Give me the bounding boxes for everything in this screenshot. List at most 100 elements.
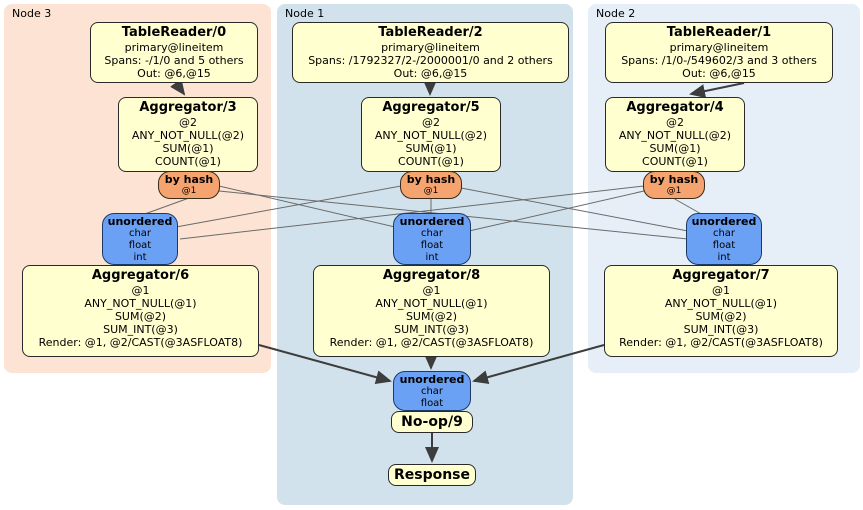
router-by-hash-node1: by hash @1: [400, 171, 462, 199]
agg-fn: SUM_INT(@3): [683, 323, 759, 336]
edge-hash4-un2: [672, 197, 704, 216]
processor-title: Aggregator/6: [91, 268, 190, 283]
router-by-hash-node3: by hash @1: [158, 171, 220, 199]
edge-hash3-un1: [218, 185, 396, 228]
agg-render: Render: @1, @2/CAST(@3ASFLOAT8): [38, 336, 243, 349]
processor-title: Aggregator/3: [139, 100, 237, 115]
processor-aggregator-6: Aggregator/6 @1 ANY_NOT_NULL(@1) SUM(@2)…: [22, 265, 259, 357]
agg-fn: SUM_INT(@3): [394, 323, 469, 336]
agg-fn: COUNT(@1): [155, 155, 221, 168]
sync-type: char: [128, 228, 152, 239]
agg-fn: ANY_NOT_NULL(@2): [131, 129, 245, 142]
agg-group-cols: @2: [179, 116, 197, 129]
processor-title: No-op/9: [401, 414, 463, 430]
sync-unordered-node3: unordered char float int: [102, 213, 178, 265]
processor-aggregator-5: Aggregator/5 @2 ANY_NOT_NULL(@2) SUM(@1)…: [361, 97, 501, 172]
agg-fn: SUM(@1): [405, 142, 457, 155]
processor-response: Response: [388, 464, 476, 486]
processor-noop-9: No-op/9: [391, 411, 473, 433]
processor-tablereader-2: TableReader/2 primary@lineitem Spans: /1…: [292, 22, 569, 83]
processor-aggregator-4: Aggregator/4 @2 ANY_NOT_NULL(@2) SUM(@1)…: [605, 97, 745, 172]
region-node3-label: Node 3: [12, 7, 52, 20]
agg-group-cols: @2: [666, 116, 684, 129]
sync-type: int: [133, 252, 147, 263]
sync-unordered-node1: unordered char float int: [393, 213, 471, 265]
edge-tr0-agg3: [170, 78, 186, 96]
agg-fn: SUM(@2): [114, 310, 167, 323]
processor-title: TableReader/2: [378, 25, 483, 40]
sync-unordered-final: unordered char float: [393, 371, 471, 411]
router-by-hash-node2: by hash @1: [643, 171, 705, 199]
agg-group-cols: @1: [422, 284, 441, 297]
router-label: by hash: [164, 173, 214, 186]
sync-type: char: [420, 228, 444, 239]
processor-out: Out: @6,@15: [393, 67, 468, 80]
sync-label: unordered: [399, 373, 465, 386]
edge-agg7-unf: [472, 344, 605, 385]
agg-fn: SUM(@1): [162, 142, 214, 155]
agg-fn: COUNT(@1): [398, 155, 464, 168]
router-label: by hash: [406, 173, 456, 186]
processor-spans: Spans: /1792327/2-/2000001/0 and 2 other…: [308, 54, 553, 67]
agg-group-cols: @1: [131, 284, 150, 297]
edge-hash3-un3: [141, 197, 190, 216]
processor-title: TableReader/1: [666, 25, 772, 40]
sync-type: char: [420, 386, 444, 397]
processor-index: primary@lineitem: [381, 41, 480, 54]
agg-fn: ANY_NOT_NULL(@1): [375, 297, 488, 310]
processor-spans: Spans: -/1/0 and 5 others: [104, 54, 244, 67]
sync-type: float: [420, 398, 444, 409]
router-columns: @1: [666, 186, 682, 196]
sync-type: int: [425, 252, 439, 263]
processor-spans: Spans: /1/0-/549602/3 and 3 others: [621, 54, 817, 67]
sync-label: unordered: [399, 215, 465, 228]
agg-group-cols: @2: [422, 116, 440, 129]
region-node1-label: Node 1: [285, 7, 325, 20]
sync-type: int: [717, 252, 731, 263]
processor-aggregator-7: Aggregator/7 @1 ANY_NOT_NULL(@1) SUM(@2)…: [604, 265, 838, 357]
sync-type: float: [712, 240, 736, 251]
sync-unordered-node2: unordered char float int: [686, 213, 762, 265]
processor-tablereader-1: TableReader/1 primary@lineitem Spans: /1…: [605, 22, 833, 83]
agg-fn: ANY_NOT_NULL(@1): [84, 297, 197, 310]
agg-render: Render: @1, @2/CAST(@3ASFLOAT8): [619, 336, 823, 349]
processor-aggregator-3: Aggregator/3 @2 ANY_NOT_NULL(@2) SUM(@1)…: [118, 97, 258, 172]
processor-tablereader-0: TableReader/0 primary@lineitem Spans: -/…: [90, 22, 258, 83]
edge-hash4-un3: [179, 185, 645, 240]
edge-hash5-un2: [460, 187, 689, 232]
processor-title: Aggregator/4: [626, 100, 724, 115]
processor-title: TableReader/0: [121, 25, 227, 40]
router-columns: @1: [423, 186, 439, 196]
processor-index: primary@lineitem: [124, 41, 224, 54]
sync-label: unordered: [691, 215, 757, 228]
processor-title: Aggregator/7: [672, 268, 770, 283]
processor-title: Response: [393, 467, 471, 483]
sync-type: float: [420, 240, 444, 251]
processor-out: Out: @6,@15: [682, 67, 756, 80]
agg-fn: SUM_INT(@3): [103, 323, 178, 336]
agg-fn: SUM(@2): [695, 310, 747, 323]
processor-title: Aggregator/8: [382, 268, 481, 283]
processor-out: Out: @6,@15: [137, 67, 211, 80]
router-label: by hash: [649, 173, 699, 186]
edge-hash5-un3: [175, 185, 402, 228]
processor-index: primary@lineitem: [669, 41, 769, 54]
edge-agg6-unf: [258, 344, 392, 385]
edge-hash4-un1: [468, 190, 645, 232]
edge-tr1-agg4: [689, 82, 745, 99]
sync-type: float: [128, 240, 152, 251]
region-node2-label: Node 2: [596, 7, 636, 20]
agg-fn: ANY_NOT_NULL(@2): [618, 129, 732, 142]
agg-render: Render: @1, @2/CAST(@3ASFLOAT8): [329, 336, 534, 349]
agg-fn: SUM(@1): [649, 142, 701, 155]
agg-fn: SUM(@2): [405, 310, 458, 323]
agg-fn: COUNT(@1): [642, 155, 708, 168]
agg-fn: ANY_NOT_NULL(@2): [374, 129, 488, 142]
router-columns: @1: [181, 186, 197, 196]
agg-group-cols: @1: [712, 284, 730, 297]
sync-label: unordered: [107, 215, 173, 228]
processor-title: Aggregator/5: [382, 100, 480, 115]
agg-fn: ANY_NOT_NULL(@1): [664, 297, 778, 310]
